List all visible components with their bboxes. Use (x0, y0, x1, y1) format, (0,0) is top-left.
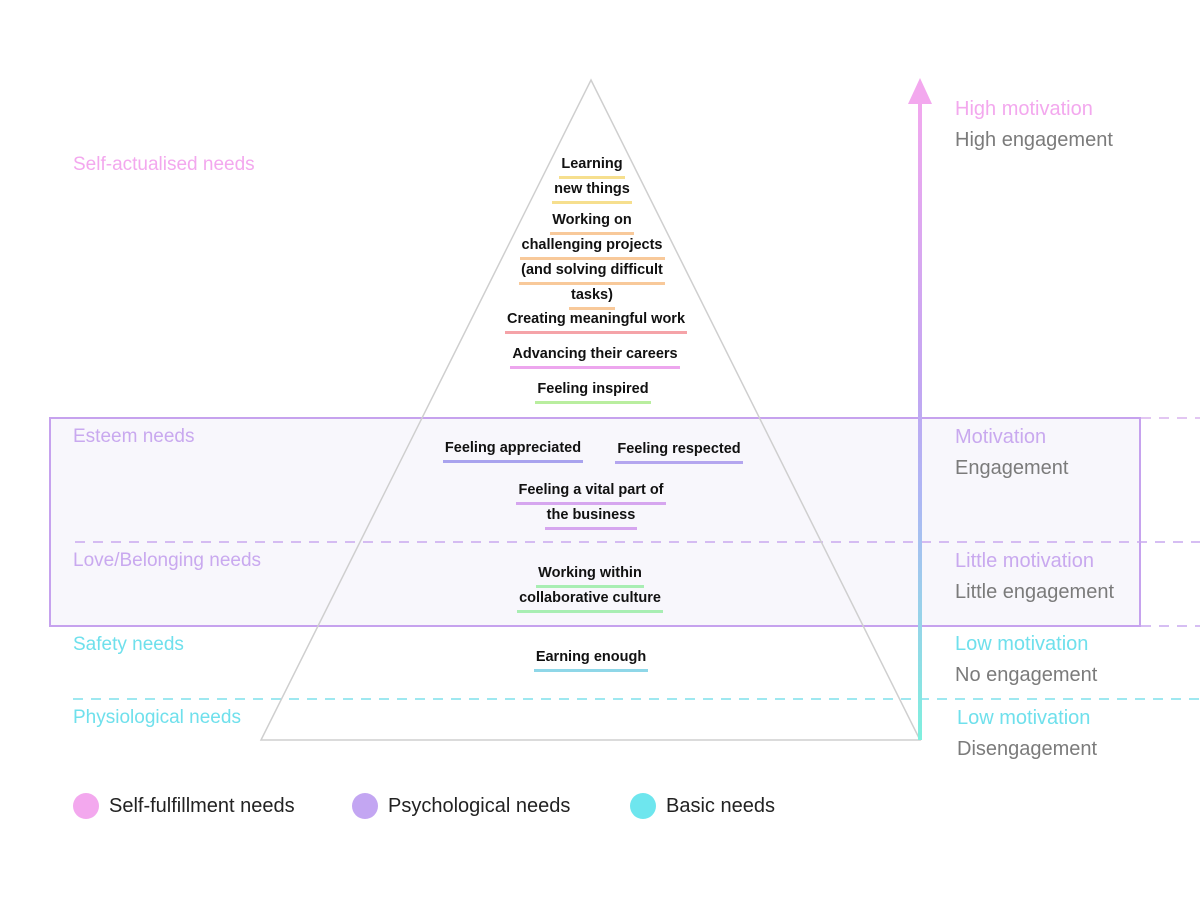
legend-item-psychological: Psychological needs (352, 792, 570, 820)
motivation-block-little: Little motivation Little engagement (955, 549, 1114, 604)
motivation-label: Motivation (955, 426, 1047, 448)
item-feeling-inspired: Feeling inspired (493, 379, 693, 404)
level-label-self-actualised: Self-actualised needs (73, 154, 255, 175)
item-challenging-projects: Working on challenging projects (and sol… (472, 210, 712, 310)
item-feeling-respected: Feeling respected (604, 439, 754, 464)
legend-label: Basic needs (666, 794, 775, 817)
level-label-safety: Safety needs (73, 634, 184, 655)
item-line: Feeling respected (615, 439, 743, 464)
item-line: Feeling inspired (535, 379, 651, 404)
motivation-label: Low motivation (957, 707, 1091, 729)
motivation-arrow-head (908, 78, 932, 104)
motivation-arrow-shaft (918, 100, 922, 740)
item-line: new things (552, 179, 632, 204)
engagement-label: High engagement (955, 129, 1113, 151)
item-earning-enough: Earning enough (491, 647, 691, 672)
item-line: Feeling a vital part of (516, 480, 666, 505)
motivation-label: Low motivation (955, 633, 1089, 655)
legend-swatch (352, 793, 378, 819)
item-line: Creating meaningful work (504, 309, 688, 334)
engagement-label: Disengagement (957, 738, 1098, 760)
item-line: Learning (559, 154, 625, 179)
legend-swatch (630, 793, 656, 819)
legend-label: Self-fulfillment needs (109, 794, 295, 817)
item-line: Working within (536, 563, 644, 588)
legend-swatch (73, 793, 99, 819)
item-line: collaborative culture (517, 588, 663, 613)
engagement-label: No engagement (955, 664, 1098, 686)
item-line: challenging projects (519, 235, 665, 260)
item-line: Advancing their careers (510, 344, 680, 369)
item-learning-new-things: Learning new things (492, 154, 692, 204)
item-line: Earning enough (533, 647, 649, 672)
motivation-block-medium: Motivation Engagement (955, 425, 1068, 480)
item-vital-part-of-business: Feeling a vital part of the business (481, 480, 701, 530)
legend-item-basic: Basic needs (630, 792, 775, 820)
engagement-zone-frame (49, 417, 1141, 627)
engagement-label: Engagement (955, 457, 1069, 479)
pyramid-outline (259, 78, 922, 741)
item-line: tasks) (569, 285, 615, 310)
motivation-label: Little motivation (955, 550, 1094, 572)
item-line: Working on (550, 210, 634, 235)
engagement-label: Little engagement (955, 581, 1115, 603)
item-feeling-appreciated: Feeling appreciated (432, 438, 594, 463)
item-meaningful-work: Creating meaningful work (466, 309, 726, 334)
item-advancing-careers: Advancing their careers (475, 344, 715, 369)
item-line: Feeling appreciated (442, 438, 584, 463)
legend-label: Psychological needs (388, 794, 571, 817)
level-label-love-belonging: Love/Belonging needs (73, 550, 262, 571)
item-line: the business (544, 505, 638, 530)
motivation-block-high: High motivation High engagement (955, 97, 1113, 152)
motivation-block-low-disengagement: Low motivation Disengagement (957, 706, 1097, 761)
level-label-esteem: Esteem needs (73, 426, 195, 447)
level-label-physiological: Physiological needs (73, 707, 241, 728)
legend-item-self-fulfillment: Self-fulfillment needs (73, 792, 295, 820)
item-collaborative-culture: Working within collaborative culture (480, 563, 700, 613)
motivation-block-low-no-engagement: Low motivation No engagement (955, 632, 1097, 687)
item-line: (and solving difficult (519, 260, 665, 285)
motivation-label: High motivation (955, 98, 1093, 120)
